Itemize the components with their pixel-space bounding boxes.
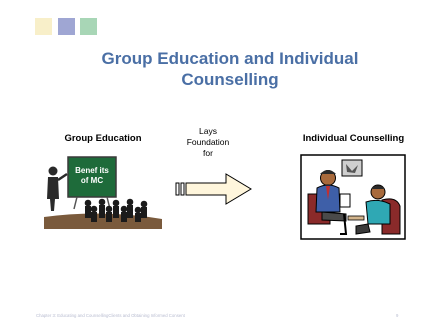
group-education-classroom-icon [44, 156, 162, 229]
counselling-session-icon [300, 154, 406, 240]
page-number: 9 [396, 313, 399, 318]
decor-square-cream [35, 18, 52, 35]
connector-caption: Lays Foundation for [180, 126, 236, 159]
group-education-label: Group Education [64, 133, 142, 144]
chalkboard-line-1: Benef its [75, 166, 109, 175]
right-arrow-icon [175, 173, 252, 205]
connector-line-2: Foundation [186, 137, 230, 147]
chalkboard-text: Benef its of MC [70, 166, 114, 186]
decor-square-green [80, 18, 97, 35]
slide-title: Group Education and Individual Counselli… [60, 48, 400, 90]
individual-counselling-label: Individual Counselling [302, 133, 405, 144]
slide-title-line-2: Counselling [181, 70, 279, 89]
connector-line-1: Lays [199, 126, 217, 136]
footer-text: Chapter 3: Educating and CounsellingClie… [36, 313, 185, 318]
slide-title-line-1: Group Education and Individual [101, 49, 359, 68]
chalkboard-line-2: of MC [80, 176, 104, 185]
connector-line-3: for [203, 148, 213, 158]
decor-square-blue [58, 18, 75, 35]
